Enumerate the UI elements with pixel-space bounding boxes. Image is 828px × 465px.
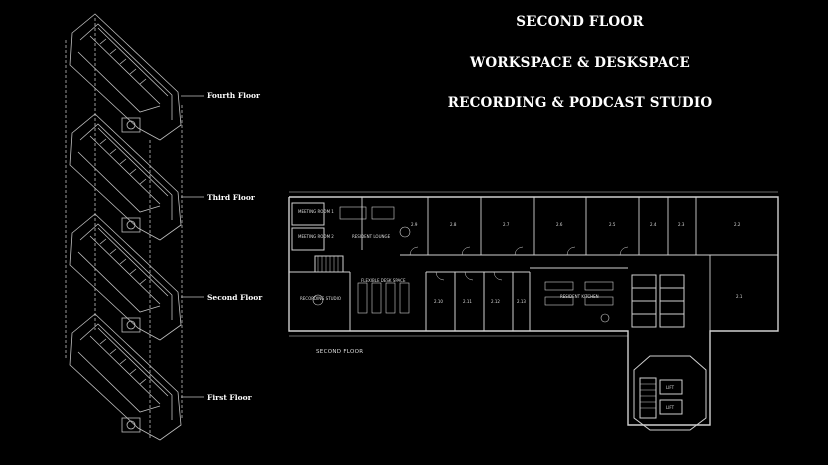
heading-workspace: WORKSPACE & DESKSPACE <box>470 55 690 71</box>
floor-4-plan <box>69 13 182 141</box>
office-2-13: 2.13 <box>517 299 526 304</box>
room-flexible-desk-label: FLEXIBLE DESK SPACE <box>361 278 406 283</box>
office-2-12: 2.12 <box>491 299 500 304</box>
office-2-5: 2.5 <box>609 222 616 227</box>
office-2-11: 2.11 <box>463 299 472 304</box>
office-2-4: 2.4 <box>650 222 657 227</box>
room-meeting-1-label: MEETING ROOM 1 <box>298 209 334 214</box>
label-second-floor: Second Floor <box>207 293 263 302</box>
heading-second-floor: SECOND FLOOR <box>516 14 644 30</box>
plan-caption: SECOND FLOOR <box>316 349 364 355</box>
label-third-floor: Third Floor <box>207 193 255 202</box>
office-2-9: 2.9 <box>411 222 418 227</box>
floor-3-plan <box>69 113 182 241</box>
office-2-2: 2.2 <box>734 222 741 227</box>
office-2-6: 2.6 <box>556 222 563 227</box>
floor-2-plan <box>69 213 182 341</box>
room-meeting-2-label: MEETING ROOM 2 <box>298 234 334 239</box>
office-2-10: 2.10 <box>434 299 443 304</box>
room-resident-kitchen-label: RESIDENT KITCHEN <box>560 294 599 299</box>
heading-recording-studio: RECORDING & PODCAST STUDIO <box>447 95 713 111</box>
floor-1-plan <box>69 313 182 441</box>
lift-2-label: LIFT <box>666 405 675 410</box>
label-first-floor: First Floor <box>207 393 252 402</box>
lift-1-label: LIFT <box>666 385 675 390</box>
office-2-8: 2.8 <box>450 222 457 227</box>
label-fourth-floor: Fourth Floor <box>207 91 260 100</box>
room-resident-lounge-label: RESIDENT LOUNGE <box>352 234 391 239</box>
office-2-7: 2.7 <box>503 222 510 227</box>
room-recording-studio-label: RECORDING STUDIO <box>300 296 341 301</box>
office-2-3: 2.3 <box>678 222 685 227</box>
office-2-1: 2.1 <box>736 294 743 299</box>
